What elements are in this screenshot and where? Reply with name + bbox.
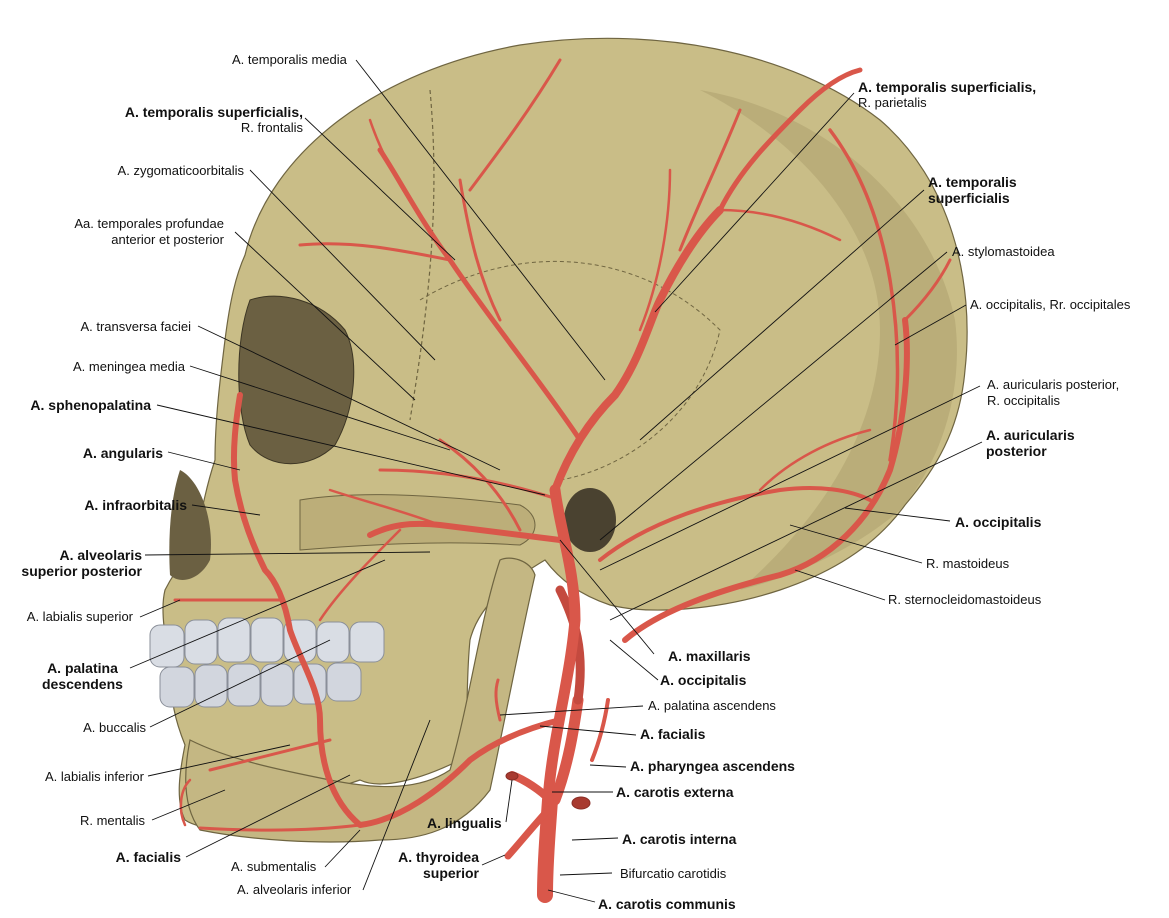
label-auric-post-occ-2: R. occipitalis <box>987 393 1060 408</box>
label-carotis-interna: A. carotis interna <box>622 831 737 847</box>
a-thyroidea-superior <box>504 806 552 860</box>
label-lingualis: A. lingualis <box>427 815 502 831</box>
label-temporales-prof-1: Aa. temporales profundae <box>74 216 224 231</box>
teeth-upper <box>149 617 385 668</box>
label-stylomastoidea: A. stylomastoidea <box>952 244 1055 259</box>
label-alveolaris-superior-posterior: A. alveolaris superior posterior <box>21 547 142 579</box>
a-submentalis <box>198 823 362 832</box>
label-sphenopalatina: A. sphenopalatina <box>30 397 151 413</box>
label-zygomaticoorbitalis: A. zygomaticoorbitalis <box>117 163 244 178</box>
label-alveolaris-sup-post-2: superior posterior <box>21 563 142 579</box>
label-facialis-right: A. facialis <box>640 726 706 742</box>
label-auricularis-posterior-occipitalis: A. auricularis posterior, R. occipitalis <box>987 377 1119 409</box>
carotis-externa <box>542 484 581 806</box>
label-palatina-descendens: A. palatina descendens <box>42 660 123 692</box>
carotis-interna <box>549 694 584 806</box>
label-thyroidea-1: A. thyroidea <box>398 849 479 865</box>
a-facialis <box>230 392 563 828</box>
label-meningea-media: A. meningea media <box>72 359 185 374</box>
label-angularis: A. angularis <box>82 445 163 461</box>
label-temp-sup-parietalis-main: A. temporalis superficialis, <box>858 79 1037 95</box>
leader-lines <box>129 59 983 903</box>
label-thyroidea-superior: A. thyroidea superior <box>398 849 479 881</box>
label-infraorbitalis: A. infraorbitalis <box>84 497 187 513</box>
squamous-suture <box>419 260 721 481</box>
r-parietalis <box>717 67 863 213</box>
label-temp-sup-frontalis-main: A. temporalis superficialis, <box>124 104 303 120</box>
label-temporales-profundae: Aa. temporales profundae anterior et pos… <box>74 216 224 248</box>
orbit <box>238 295 355 465</box>
label-transversa-faciei: A. transversa faciei <box>80 319 191 334</box>
label-auric-post-occ-1: A. auricularis posterior, <box>987 377 1120 392</box>
a-auricularis-posterior <box>598 486 872 562</box>
label-auric-post-2: posterior <box>986 443 1047 459</box>
label-thyroidea-2: superior <box>422 865 479 881</box>
label-mentalis: R. mentalis <box>79 813 145 828</box>
label-temp-sup-parietalis-sub: R. parietalis <box>858 95 927 110</box>
label-alveolaris-inferior: A. alveolaris inferior <box>237 882 352 897</box>
label-palatina-desc-2: descendens <box>42 676 123 692</box>
teeth-lower <box>159 662 362 708</box>
label-temporales-prof-2: anterior et posterior <box>111 232 224 247</box>
label-palatina-ascendens: A. palatina ascendens <box>648 698 776 713</box>
label-auric-post-1: A. auricularis <box>986 427 1075 443</box>
a-pharyngea-ascendens <box>590 698 610 762</box>
label-occipitalis-rr: A. occipitalis, Rr. occipitales <box>970 297 1131 312</box>
label-facialis-left: A. facialis <box>115 849 181 865</box>
temporalis-superficialis <box>551 206 724 494</box>
label-temp-sup-frontalis-sub: R. frontalis <box>240 120 303 135</box>
label-pharyngea-ascendens: A. pharyngea ascendens <box>630 758 795 774</box>
label-temp-sup-1: A. temporalis <box>928 174 1017 190</box>
label-temporalis-superficialis-parietalis: A. temporalis superficialis, R. parietal… <box>858 79 1036 111</box>
label-occipitalis-low: A. occipitalis <box>660 672 747 688</box>
label-carotis-externa: A. carotis externa <box>616 784 734 800</box>
label-mastoideus: R. mastoideus <box>926 556 1010 571</box>
label-bifurcatio: Bifurcatio carotidis <box>620 866 727 881</box>
label-carotis-communis: A. carotis communis <box>598 896 736 912</box>
label-palatina-desc-1: A. palatina <box>47 660 118 676</box>
external-acoustic-meatus <box>564 488 616 552</box>
label-buccalis: A. buccalis <box>83 720 146 735</box>
label-temporalis-superficialis-frontalis: A. temporalis superficialis, R. frontali… <box>125 104 303 136</box>
label-temporalis-superficialis: A. temporalis superficialis <box>928 174 1017 206</box>
a-meningea-media <box>438 438 522 532</box>
label-temp-sup-2: superficialis <box>928 190 1010 206</box>
label-maxillaris: A. maxillaris <box>668 648 751 664</box>
label-labialis-inferior: A. labialis inferior <box>45 769 144 784</box>
label-auricularis-posterior: A. auricularis posterior <box>986 427 1075 459</box>
a-labialis-inferior <box>208 738 332 772</box>
label-labialis-superior: A. labialis superior <box>26 609 133 624</box>
coronal-suture <box>409 89 435 421</box>
label-occipitalis-right: A. occipitalis <box>955 514 1042 530</box>
label-temporalis-media: A. temporalis media <box>232 52 347 67</box>
nasal-aperture <box>169 470 211 580</box>
label-sternocleidomastoideus: R. sternocleidomastoideus <box>888 592 1042 607</box>
label-submentalis: A. submentalis <box>231 859 317 874</box>
label-alveolaris-sup-post-1: A. alveolaris <box>59 547 143 563</box>
r-frontalis <box>377 147 583 443</box>
mandible <box>185 557 536 843</box>
